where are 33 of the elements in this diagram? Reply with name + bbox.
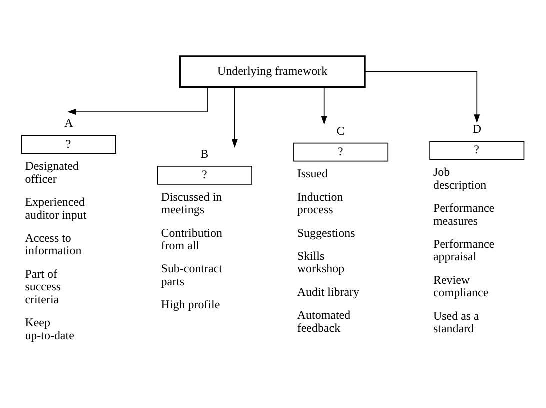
node-label: Review compliance <box>433 272 489 300</box>
node-label: Experienced auditor input <box>25 194 87 222</box>
node-label: Performance measures <box>433 200 495 228</box>
arrow <box>321 86 328 124</box>
node-label: C <box>336 123 345 138</box>
node-box: ? <box>430 140 525 160</box>
node-label: Automated feedback <box>297 307 351 334</box>
node-label: Issued <box>297 166 328 180</box>
node-label: Part of success criteria <box>25 266 62 306</box>
node-box: ? <box>21 134 116 154</box>
node-label: Designated officer <box>25 158 80 186</box>
node-label: Skills workshop <box>297 248 345 276</box>
node-label: Job description <box>433 164 487 192</box>
arrow <box>68 86 208 115</box>
node-label: B <box>200 146 209 161</box>
node-label: Induction process <box>297 189 344 216</box>
arrow <box>364 70 480 123</box>
node-label: Audit library <box>297 284 360 298</box>
node-label: Discussed in meetings <box>161 189 222 216</box>
node-label: Keep up-to-date <box>25 315 74 342</box>
node-label: Access to information <box>25 230 82 258</box>
node-label: Contribution from all <box>161 225 222 252</box>
arrow <box>232 86 238 148</box>
node-label: High profile <box>161 297 220 312</box>
node-label: D <box>472 122 482 136</box>
node-label: Performance appraisal <box>433 236 495 264</box>
node-box: ? <box>157 165 252 184</box>
node-label: Used as a standard <box>433 308 480 336</box>
node-label: Suggestions <box>297 225 356 240</box>
node-label: Sub-contract parts <box>161 261 222 288</box>
node-box: ? <box>294 142 389 162</box>
node-box: Underlying framework <box>179 55 366 88</box>
node-label: A <box>64 116 74 130</box>
